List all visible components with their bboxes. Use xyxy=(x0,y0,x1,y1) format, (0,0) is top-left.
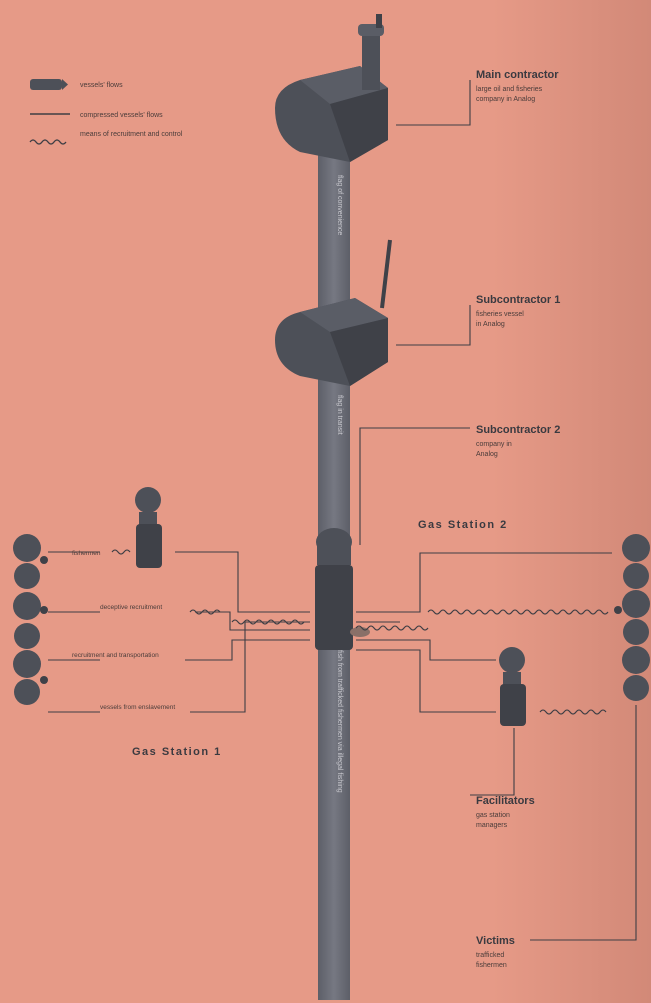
left-flow-label-3: vessels from enslavement xyxy=(100,704,175,711)
legend-item-2: means of recruitment and control xyxy=(80,131,183,138)
legend: vessels' flows compressed vessels' flows… xyxy=(29,79,183,145)
victims-sub1: trafficked xyxy=(476,952,504,959)
facilitators-sub2: managers xyxy=(476,822,508,829)
node-main-contractor: Main contractor large oil and fisheries … xyxy=(476,69,559,103)
facilitators-title: Facilitators xyxy=(476,795,535,807)
pole-label-0: flag of convenience xyxy=(336,175,343,235)
subcontractor1-title: Subcontractor 1 xyxy=(476,294,560,306)
node-subcontractor2: Subcontractor 2 company in Analog xyxy=(476,424,560,458)
background-shade xyxy=(491,0,651,1003)
subcontractor1-machine xyxy=(275,239,392,386)
connector-lines xyxy=(48,80,637,941)
subcontractor1-sub1: fisheries vessel xyxy=(476,311,524,318)
wave-line-icon xyxy=(29,139,67,145)
victims-title: Victims xyxy=(476,935,515,947)
subcontractor2-sub1: company in xyxy=(476,441,512,448)
main-contractor-machine xyxy=(275,14,388,162)
dark-arrow-icon xyxy=(30,79,62,90)
pole-label-2: fish from trafficked fishermen via illeg… xyxy=(336,650,343,793)
main-contractor-sub1: large oil and fisheries xyxy=(476,86,543,93)
gas-station-1-label: Gas Station 1 xyxy=(132,746,222,758)
left-facilitator-figure xyxy=(135,487,162,568)
gas-station-2-label: Gas Station 2 xyxy=(418,519,508,531)
victims-sub2: fishermen xyxy=(476,962,507,969)
pole-label-1: flag in transit xyxy=(336,395,343,435)
node-victims: Victims trafficked fishermen xyxy=(476,935,515,969)
node-facilitators: Facilitators gas station managers xyxy=(476,795,535,829)
left-flow-label-0: fishermen xyxy=(72,550,101,557)
node-subcontractor1: Subcontractor 1 fisheries vessel in Anal… xyxy=(476,294,560,328)
wave-lines xyxy=(111,549,609,715)
legend-item-0: vessels' flows xyxy=(80,82,123,89)
right-facilitator-figure xyxy=(499,647,526,726)
main-contractor-sub2: company in Analog xyxy=(476,96,535,103)
central-hub xyxy=(315,528,370,650)
main-contractor-title: Main contractor xyxy=(476,69,559,81)
left-flow-label-1: deceptive recruitment xyxy=(100,604,162,611)
subcontractor2-sub2: Analog xyxy=(476,451,498,458)
right-tower xyxy=(614,534,650,701)
subcontractor2-title: Subcontractor 2 xyxy=(476,424,560,436)
subcontractor1-sub2: in Analog xyxy=(476,321,505,328)
left-flow-label-2: recruitment and transportation xyxy=(72,652,159,659)
left-tower xyxy=(13,534,48,705)
dark-arrow-tip-icon xyxy=(62,79,68,90)
facilitators-sub1: gas station xyxy=(476,812,510,819)
legend-item-1: compressed vessels' flows xyxy=(80,112,163,119)
